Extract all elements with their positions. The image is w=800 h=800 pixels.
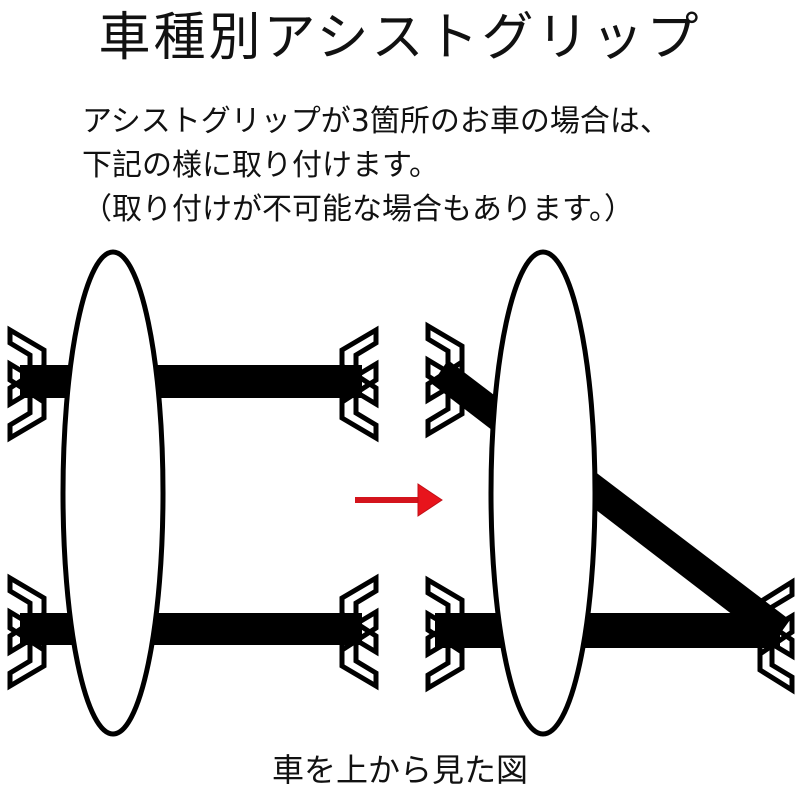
figure-caption: 車を上から見た図 [271,751,528,789]
seat-ellipse [60,249,166,737]
seat-ellipse [488,249,598,737]
diagram-before [7,249,379,737]
strap-diagonal [432,360,790,645]
description-note: （取り付けが不可能な場合もあります。） [82,192,634,227]
right-arrow-icon [355,483,443,517]
diagram-after [425,249,795,737]
description: アシストグリップが3箇所のお車の場合は、 下記の様に取り付けます。 （取り付けが… [82,100,670,232]
description-line-1: アシストグリップが3箇所のお車の場合は、 [82,104,670,139]
page-title: 車種別アシストグリップ [98,8,702,68]
description-line-2: 下記の様に取り付けます。 [82,148,439,183]
strap-bottom [435,613,780,648]
